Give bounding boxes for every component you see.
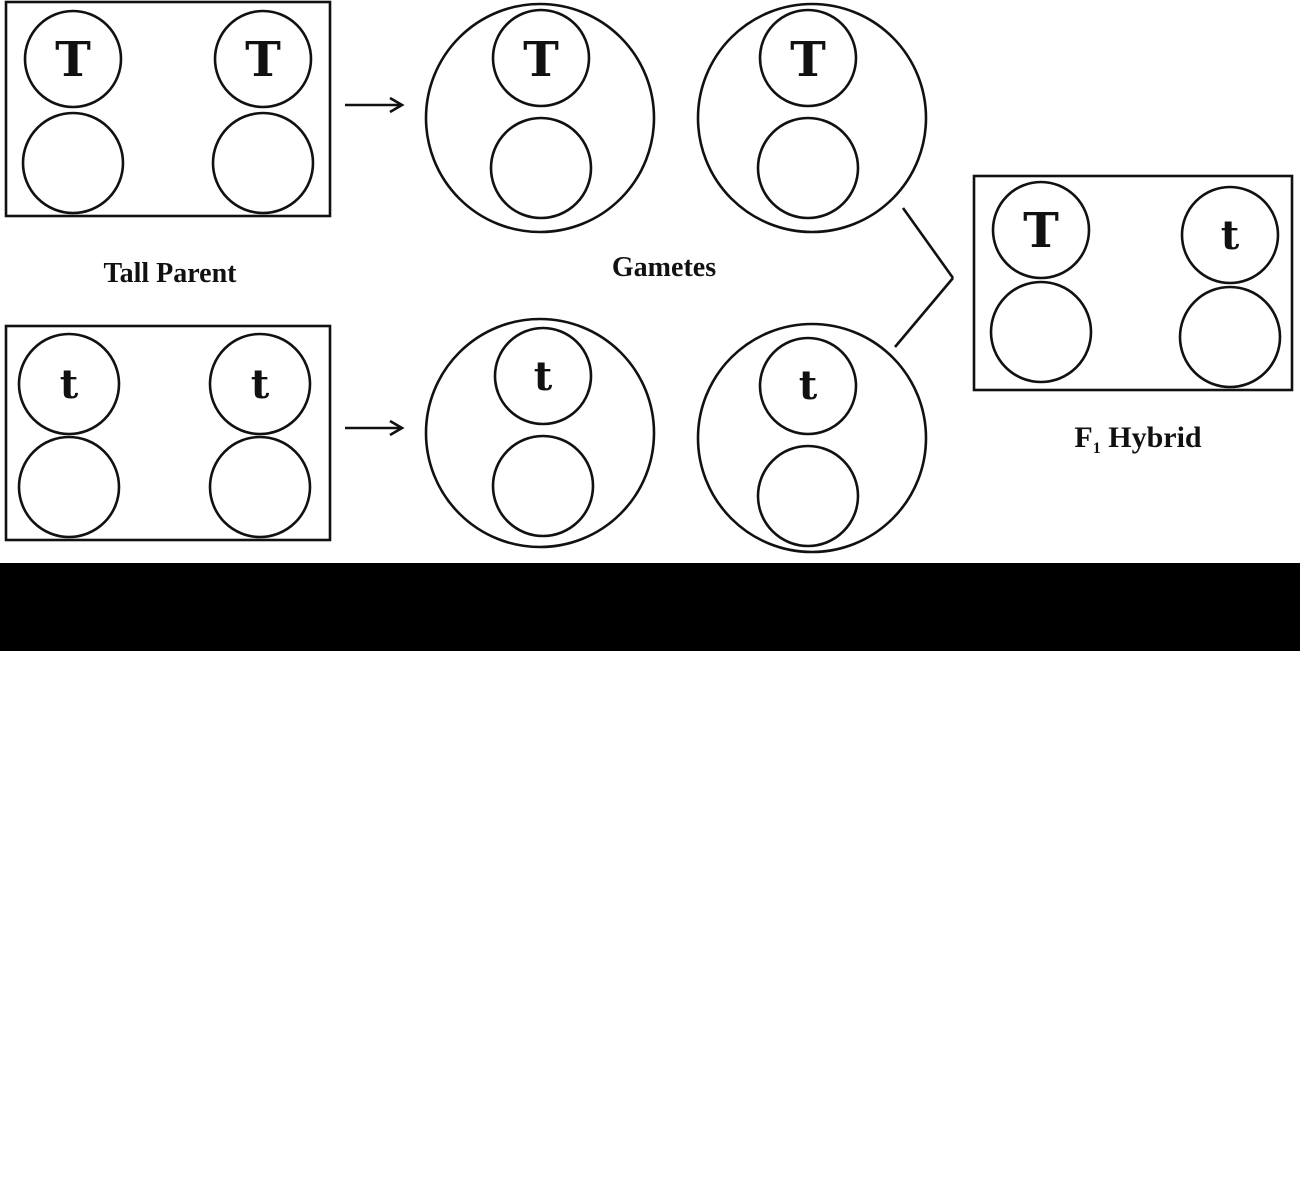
- f1-hybrid-caption: F1 Hybrid: [1074, 421, 1201, 457]
- short-gamete-2-chromosome-lower: [756, 444, 860, 548]
- f1-caption-subscript: 1: [1093, 440, 1101, 457]
- short-gamete-2-membrane: [696, 322, 928, 554]
- fertilization-lines: [894, 207, 955, 348]
- short-parent-left-chromosome-lower: [17, 435, 121, 539]
- short-parent-right-chromosome-upper: [208, 332, 312, 436]
- short-gamete-2-allele: t: [799, 362, 818, 409]
- tall-gamete-2: [696, 2, 928, 234]
- tall-parent-border: [4, 0, 332, 218]
- tall-parent-left-chromosome-lower: [21, 111, 125, 215]
- f1-hybrid-allele-dominant: T: [1023, 203, 1059, 259]
- short-gamete-1-allele: t: [534, 353, 553, 400]
- tall-parent-right-chromosome-lower: [211, 111, 315, 215]
- diagram-stage: T T t t T T t t T t Tall Parent Gametes …: [0, 0, 1300, 651]
- short-parent-right-chromosome-lower: [208, 435, 312, 539]
- f1-hybrid-left-chromosome-upper: [991, 180, 1091, 280]
- tall-gamete-2-membrane: [696, 2, 928, 234]
- tall-gamete-1-membrane: [424, 2, 656, 234]
- short-gamete-1: [424, 317, 656, 549]
- tall-parent-allele-left: T: [55, 32, 91, 88]
- short-parent-allele-right: t: [251, 361, 270, 408]
- tall-parent-cell: [4, 0, 332, 218]
- f1-hybrid-border: [972, 174, 1294, 392]
- arrow-short-head: [389, 419, 405, 437]
- tall-gamete-1: [424, 2, 656, 234]
- fertilization-line-upper: [901, 207, 955, 279]
- short-parent-left-chromosome-upper: [17, 332, 121, 436]
- tall-parent-allele-right: T: [245, 32, 281, 88]
- monohybrid-cross-diagram: T T t t T T t t T t Tall Parent Gametes …: [4, 0, 1294, 554]
- watermark-site-url: www.alamy.com: [1168, 1170, 1276, 1187]
- short-gamete-1-chromosome-upper: [493, 326, 593, 426]
- short-parent-border: [4, 324, 332, 542]
- f1-caption-rest: Hybrid: [1101, 421, 1202, 454]
- watermark-bar: alamy RDCDRB www.alamy.com: [0, 563, 1300, 1197]
- arrow-tall-head: [389, 96, 405, 114]
- watermark-logo: alamy: [18, 1137, 190, 1197]
- f1-hybrid-right-chromosome-upper: [1180, 185, 1280, 285]
- f1-hybrid-allele-recessive: t: [1221, 212, 1240, 259]
- short-gamete-1-chromosome-lower: [491, 434, 595, 538]
- tall-gamete-1-allele: T: [523, 32, 559, 88]
- f1-hybrid-left-chromosome-lower: [989, 280, 1093, 384]
- watermark-image-id: RDCDRB: [1211, 1148, 1276, 1165]
- tall-gamete-1-chromosome-lower: [489, 116, 593, 220]
- gametes-caption: Gametes: [612, 252, 716, 283]
- f1-caption-letter: F: [1074, 421, 1092, 454]
- f1-hybrid-right-chromosome-lower: [1178, 285, 1282, 389]
- tall-parent-left-chromosome-upper: [23, 9, 123, 109]
- f1-hybrid-cell: [972, 174, 1294, 392]
- tall-gamete-2-chromosome-lower: [756, 116, 860, 220]
- tall-parent-caption: Tall Parent: [103, 258, 237, 289]
- tall-gamete-2-chromosome-upper: [758, 8, 858, 108]
- tall-gamete-2-allele: T: [790, 32, 826, 88]
- fertilization-line-lower: [894, 277, 954, 348]
- tall-parent-right-chromosome-upper: [213, 9, 313, 109]
- short-gamete-2: [696, 322, 928, 554]
- watermark-meta: RDCDRB www.alamy.com: [1016, 1146, 1276, 1190]
- arrow-tall-to-gametes: [345, 96, 405, 114]
- short-parent-cell: [4, 324, 332, 542]
- arrow-short-to-gametes: [345, 419, 405, 437]
- short-parent-allele-left: t: [60, 361, 79, 408]
- short-gamete-1-membrane: [424, 317, 656, 549]
- short-gamete-2-chromosome-upper: [758, 336, 858, 436]
- tall-gamete-1-chromosome-upper: [491, 8, 591, 108]
